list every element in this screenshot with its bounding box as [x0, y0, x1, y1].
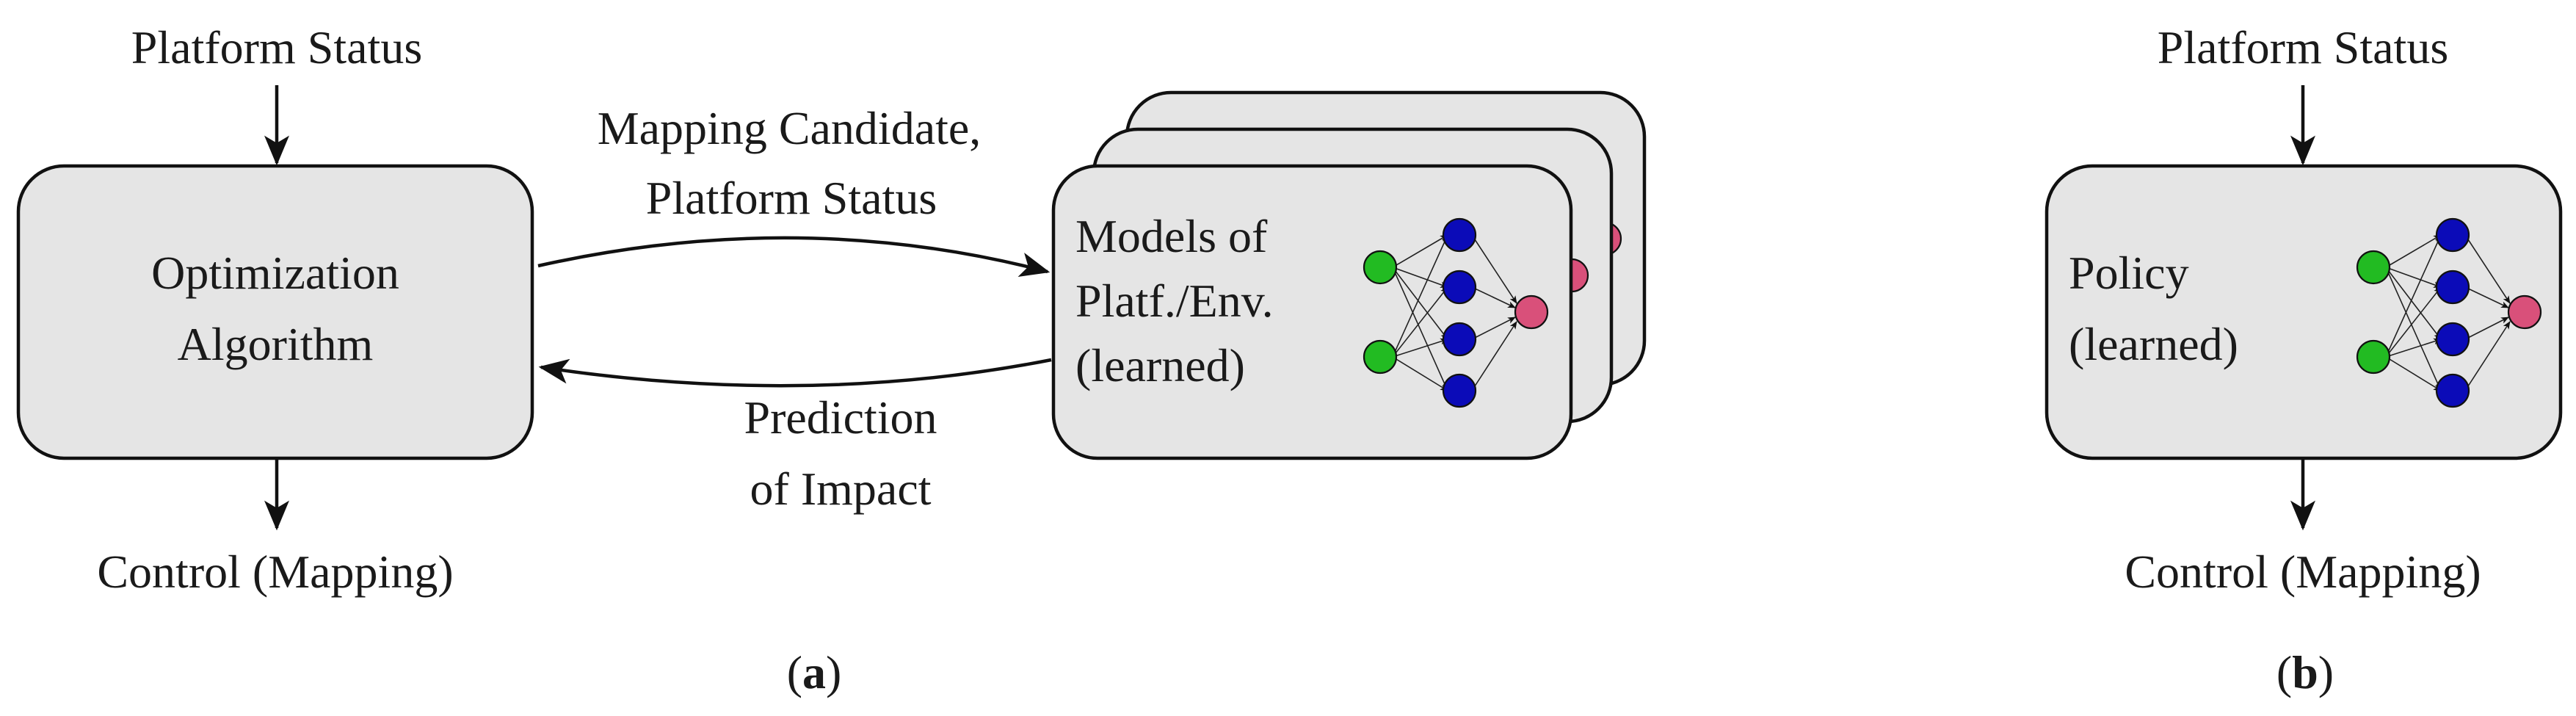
caption-b: (b)	[2276, 646, 2334, 698]
nn-hidden-node	[1442, 373, 1477, 408]
policy-output-label: Control (Mapping)	[2125, 546, 2481, 598]
nn-hidden-node	[1442, 322, 1477, 357]
optimizer-input-label: Platform Status	[131, 21, 422, 73]
policy-box	[2045, 164, 2563, 460]
models-label-line2: Platf./Env.	[1075, 275, 1274, 327]
panel-b: Platform Status Policy (learned)	[2045, 21, 2563, 698]
optimizer-box	[16, 164, 534, 460]
nn-hidden-node	[2435, 270, 2470, 305]
optimizer-label-line1: Optimization	[151, 247, 399, 299]
policy-label-line2: (learned)	[2069, 318, 2238, 370]
nn-input-node	[2356, 339, 2391, 375]
policy-label-line1: Policy	[2069, 247, 2189, 299]
model-card-front: Models of Platf./Env. (learned)	[1051, 164, 1573, 460]
neural-network-icon	[2356, 217, 2542, 408]
query-label-line2: Platform Status	[646, 172, 937, 224]
nn-input-node	[2356, 250, 2391, 285]
nn-edges	[2385, 234, 2511, 391]
nn-hidden-node	[2435, 373, 2470, 408]
nn-output-node	[2507, 294, 2542, 330]
nn-hidden-node	[2435, 217, 2470, 253]
nn-hidden-node	[1442, 217, 1477, 253]
query-arrow	[537, 236, 1051, 278]
caption-a: (a)	[787, 646, 842, 698]
neural-network-icon	[1363, 217, 1549, 408]
models-label-line3: (learned)	[1075, 339, 1245, 391]
nn-hidden-node	[1442, 270, 1477, 305]
response-label-line1: Prediction	[744, 391, 937, 444]
optimizer-label-line2: Algorithm	[178, 318, 374, 370]
optimizer-output-label: Control (Mapping)	[97, 546, 453, 598]
nn-input-node	[1363, 339, 1398, 375]
nn-output-node	[1514, 294, 1549, 330]
policy-input-label: Platform Status	[2158, 21, 2448, 73]
panel-a: Platform Status Optimization Algorithm C…	[16, 21, 1647, 698]
nn-hidden-node	[2435, 322, 2470, 357]
models-label-line1: Models of	[1075, 210, 1268, 262]
nn-edges	[1392, 234, 1517, 391]
response-arrow	[538, 358, 1052, 388]
response-label-line2: of Impact	[750, 463, 932, 515]
nn-input-node	[1363, 250, 1398, 285]
query-label-line1: Mapping Candidate,	[598, 102, 982, 154]
